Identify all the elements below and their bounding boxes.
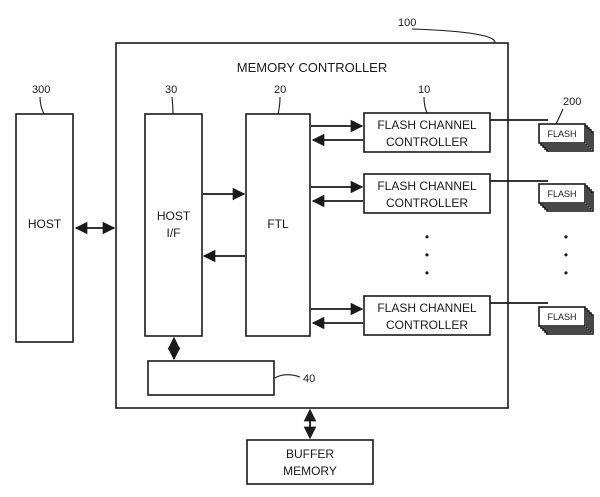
- memory-controller-title: MEMORY CONTROLLER: [237, 60, 388, 75]
- ftl-ref: 20: [274, 84, 286, 115]
- memory-controller-ref-number: 100: [398, 17, 416, 29]
- fcc-leader-line: [423, 96, 428, 114]
- buffer-memory-label-line2: MEMORY: [283, 464, 337, 478]
- fcc1-label-line2: CONTROLLER: [386, 135, 468, 149]
- flash2-label: FLASH: [547, 189, 576, 199]
- flash-channel-controller-3: FLASH CHANNEL CONTROLLER: [363, 295, 491, 336]
- block-40: [147, 360, 275, 396]
- host-leader-line: [39, 96, 45, 115]
- host-interface-label-line2: I/F: [167, 226, 181, 240]
- flash-ref-number: 200: [563, 96, 581, 108]
- ftl-ref-number: 20: [274, 84, 286, 96]
- host-block: HOST: [15, 113, 74, 343]
- fcc-ellipsis-dot-3: •: [425, 266, 429, 280]
- flash-stack-3: FLASH: [538, 306, 594, 335]
- fcc2-label-line2: CONTROLLER: [386, 196, 468, 210]
- fcc2-label-line1: FLASH CHANNEL: [377, 179, 477, 193]
- flash-channel-controller-ref: 10: [418, 84, 430, 114]
- flash-ellipsis-dot-3: •: [564, 266, 568, 280]
- flash1-label: FLASH: [547, 129, 576, 139]
- memory-controller-leader-line: [411, 28, 496, 44]
- flash-ellipsis-dot-2: •: [564, 248, 568, 262]
- host-label: HOST: [28, 217, 62, 231]
- buffer-memory-label-line1: BUFFER: [286, 447, 334, 461]
- flash-ref: 200: [555, 96, 581, 125]
- memory-controller-ref: 100: [398, 17, 496, 44]
- flash3-label: FLASH: [547, 312, 576, 322]
- ftl-leader-line: [277, 96, 281, 115]
- fcc1-label-line1: FLASH CHANNEL: [377, 118, 477, 132]
- flash-channel-controller-1: FLASH CHANNEL CONTROLLER: [363, 112, 491, 153]
- block-40-ref: 40: [274, 373, 315, 385]
- host-ref-number: 300: [32, 84, 50, 96]
- fcc3-label-line1: FLASH CHANNEL: [377, 301, 477, 315]
- fcc3-label-line2: CONTROLLER: [386, 318, 468, 332]
- host-interface-label-line1: HOST: [157, 209, 191, 223]
- flash-leader-line: [555, 108, 564, 125]
- host-interface-leader-line: [171, 96, 174, 115]
- ftl-label: FTL: [267, 217, 289, 231]
- host-ref: 300: [32, 84, 50, 115]
- ftl-block: FTL: [245, 113, 311, 337]
- host-interface-block: HOST I/F: [144, 113, 203, 337]
- flash-stack-2: FLASH: [538, 183, 594, 212]
- block-40-leader-line: [274, 374, 301, 379]
- fcc-ellipsis-dot-1: •: [425, 230, 429, 244]
- block-40-ref-number: 40: [303, 373, 315, 385]
- flash-channel-controller-2: FLASH CHANNEL CONTROLLER: [363, 173, 491, 214]
- host-interface-ref-number: 30: [165, 84, 177, 96]
- buffer-memory-block: BUFFER MEMORY: [246, 439, 374, 485]
- fcc-ellipsis-dot-2: •: [425, 248, 429, 262]
- flash-ellipsis-dot-1: •: [564, 230, 568, 244]
- host-interface-ref: 30: [165, 84, 177, 115]
- flash-stack-1: FLASH: [538, 123, 594, 152]
- fcc-ref-number: 10: [418, 84, 430, 96]
